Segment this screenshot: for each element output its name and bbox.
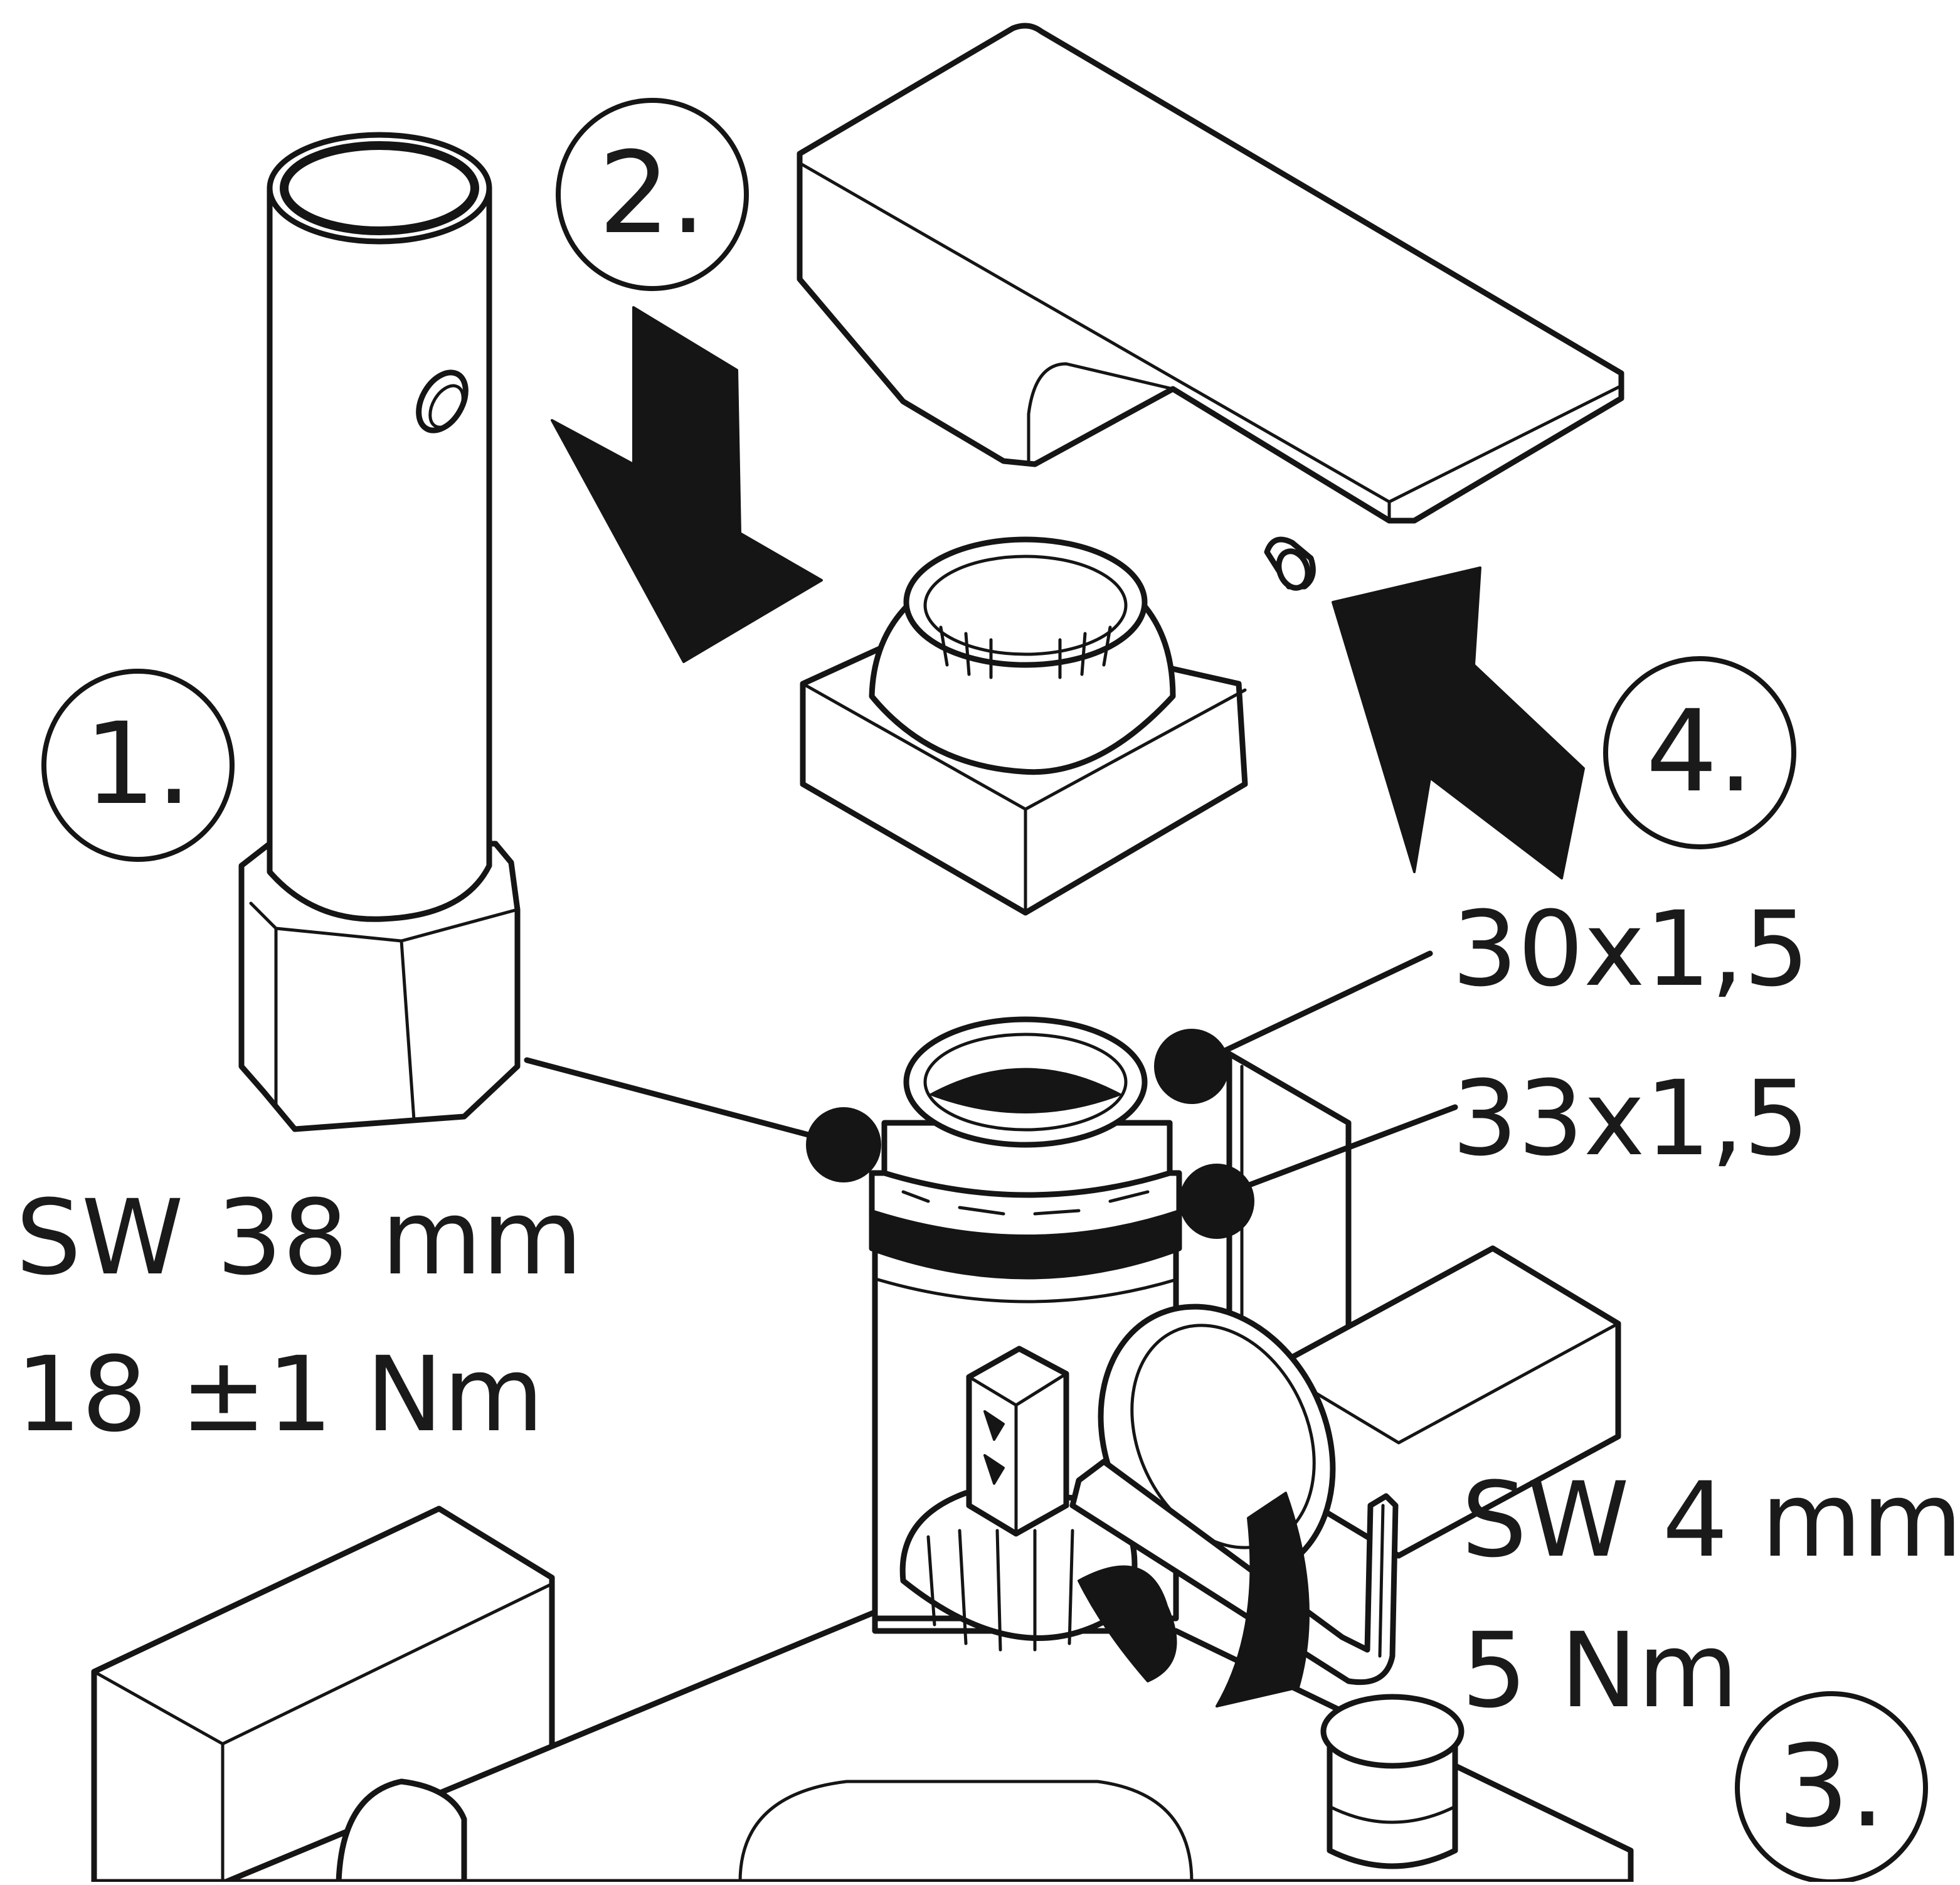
screw-knob	[1320, 1694, 1465, 1869]
socket-size-label: SW 38 mm	[16, 1177, 583, 1298]
step-4-label: 4.	[1646, 686, 1754, 817]
leader-lines	[524, 950, 1458, 1239]
step-2-label: 2.	[598, 128, 706, 259]
step-4-marker: 4.	[1603, 656, 1796, 849]
socket-wrench-icon	[238, 132, 521, 1132]
arrow-up-icon	[1332, 566, 1585, 879]
hex-key-icon	[899, 1245, 1621, 1707]
step-1-marker: 1.	[41, 669, 235, 862]
handle-adapter	[800, 536, 1248, 916]
socket-torque-label: 18 ±1 Nm	[16, 1334, 544, 1455]
grub-screw	[1264, 536, 1316, 591]
hex-size-label: SW 4 mm	[1461, 1460, 1960, 1580]
step-3-marker: 3.	[1735, 1691, 1928, 1884]
step-1-label: 1.	[84, 699, 192, 830]
thread-small-label: 30x1,5	[1452, 889, 1809, 1009]
step-3-label: 3.	[1777, 1721, 1885, 1852]
step-2-marker: 2.	[556, 98, 749, 291]
arrow-down-icon	[551, 306, 823, 663]
handle-lever-icon	[797, 23, 1624, 524]
hex-torque-label: 5 Nm	[1461, 1610, 1739, 1731]
thread-large-label: 33x1,5	[1452, 1058, 1809, 1179]
base-block	[91, 1505, 1634, 1885]
